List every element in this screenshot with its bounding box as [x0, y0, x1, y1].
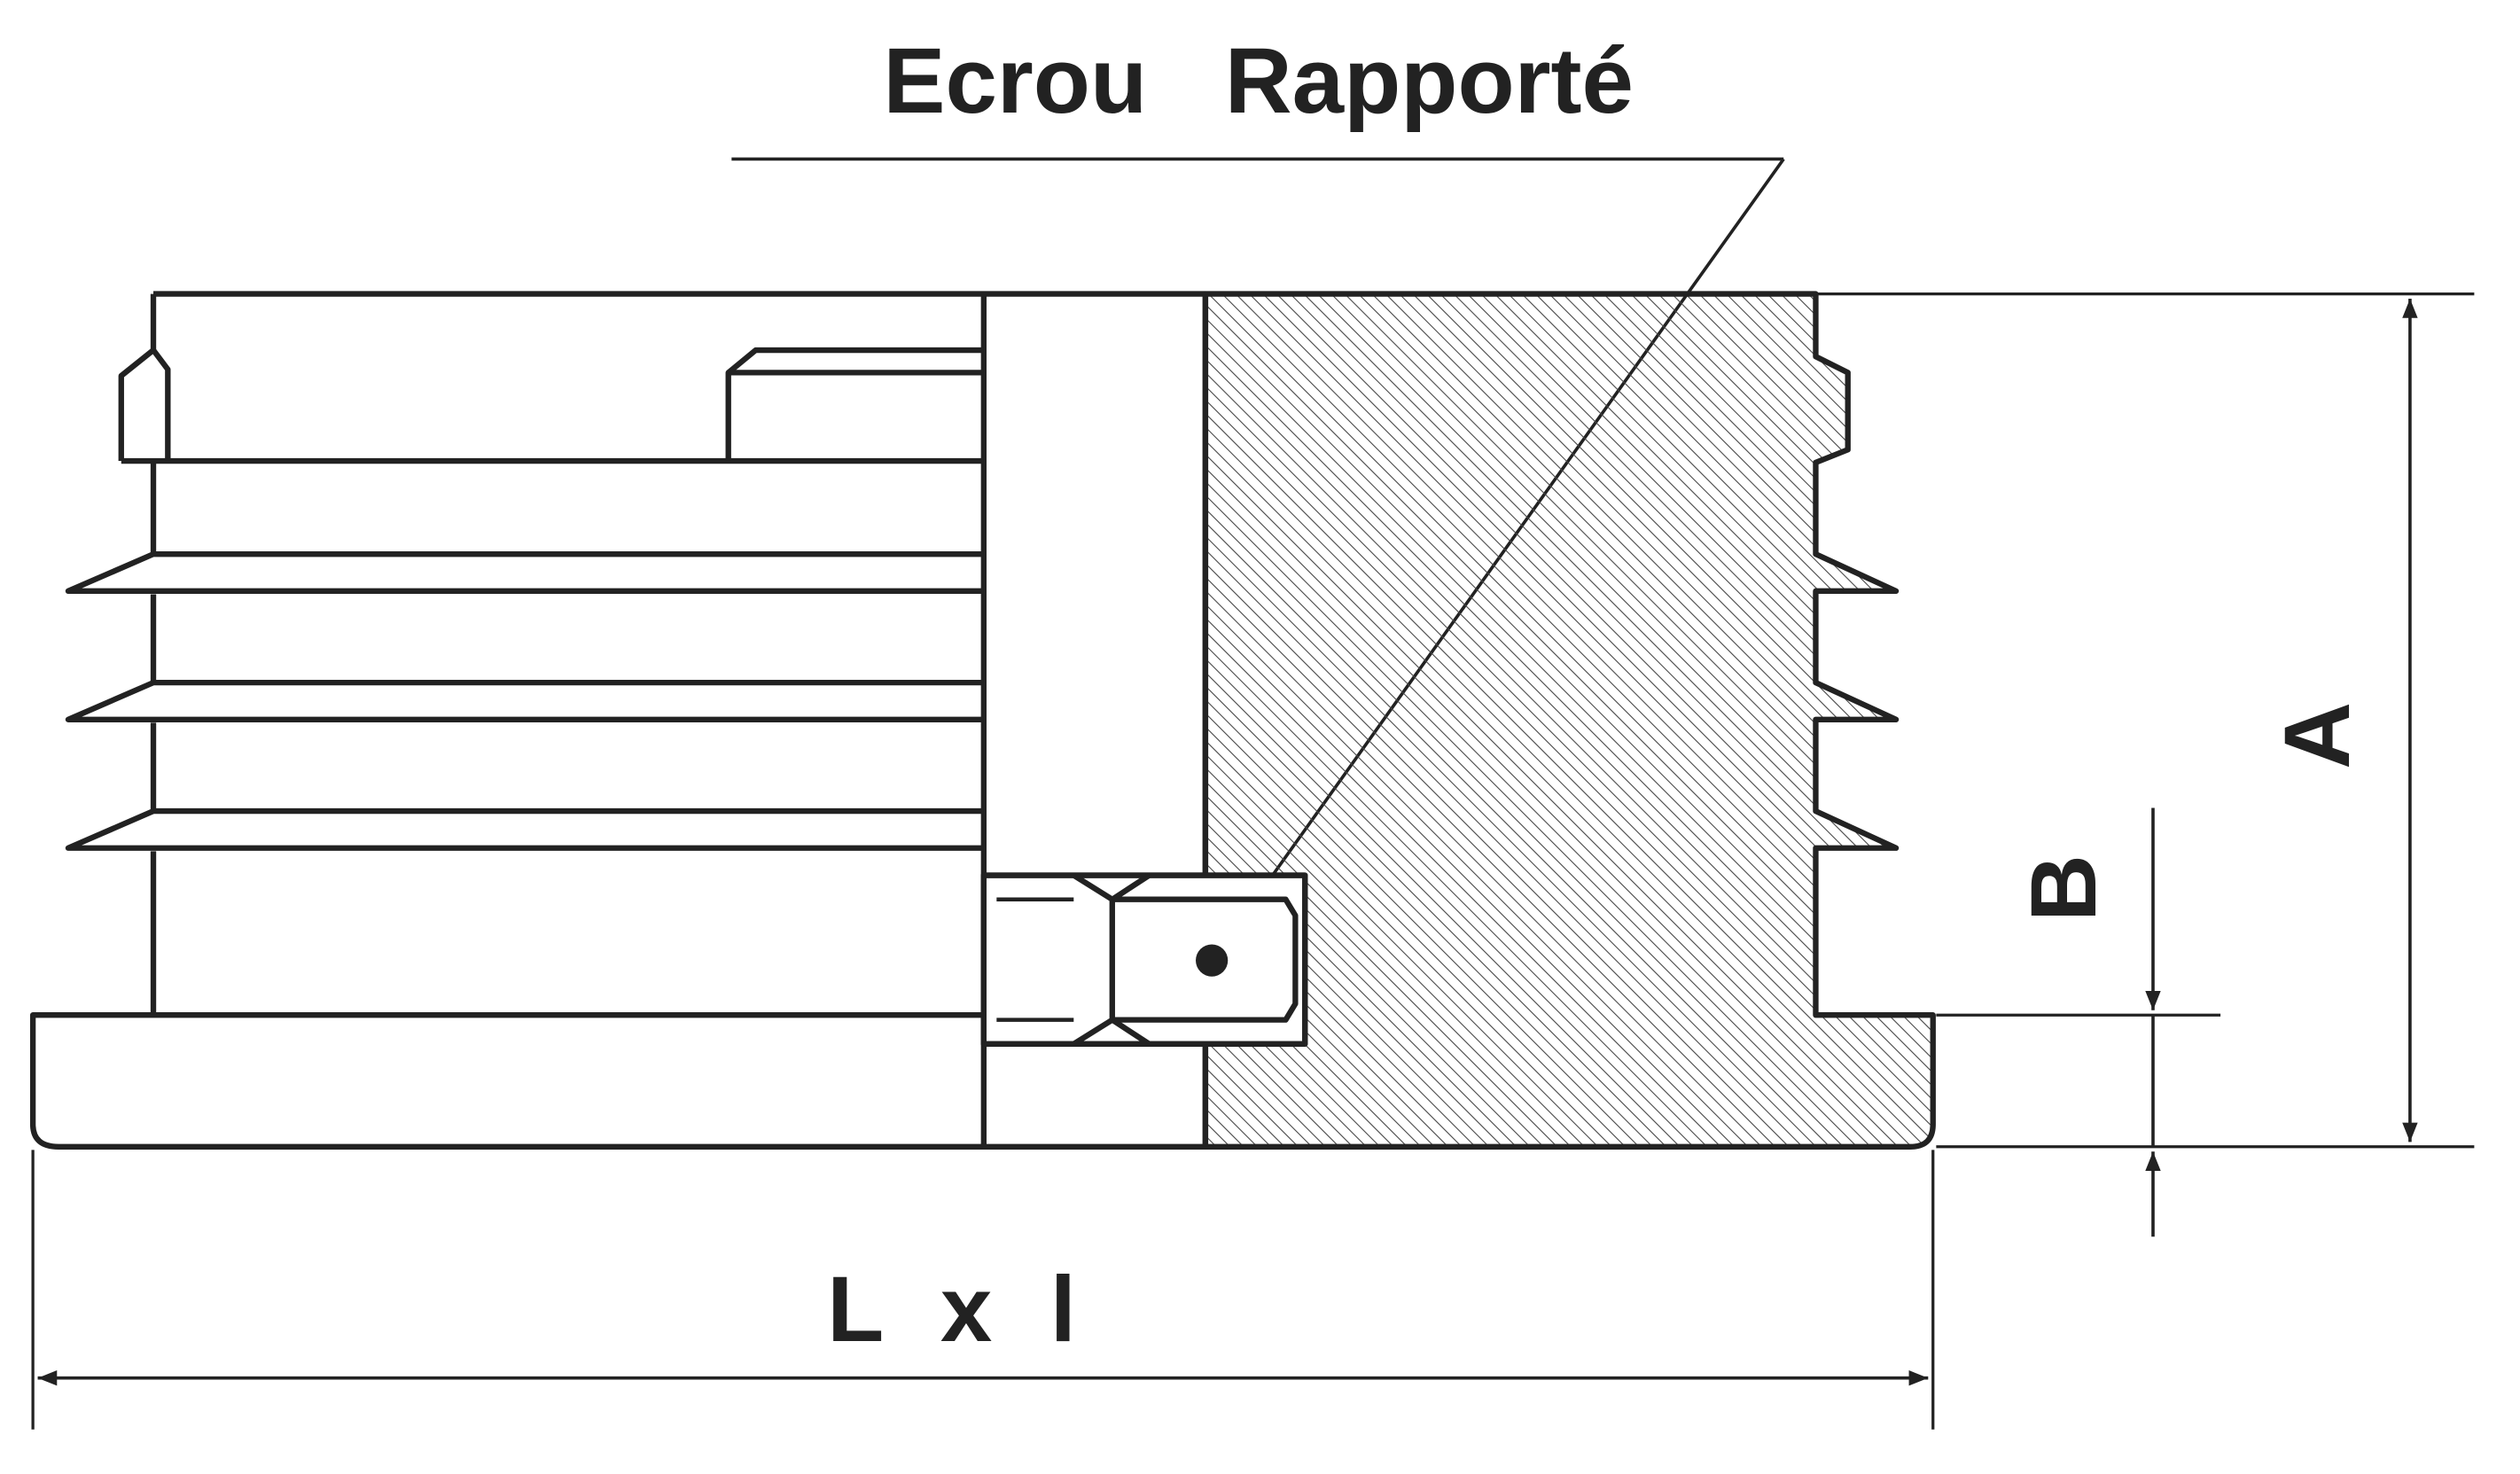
plug-outline	[29, 291, 1209, 1150]
extension-lines	[31, 292, 2475, 1430]
hatched-section	[1202, 291, 1936, 1150]
nut-center-dot	[1196, 944, 1229, 977]
dimension-a-label: A	[2266, 702, 2369, 769]
title-label: Ecrou Rapporté	[883, 29, 1634, 133]
dimension-lxl: L x l	[37, 1258, 1929, 1386]
dimension-lxl-label: L x l	[827, 1258, 1092, 1361]
embedded-nut	[980, 872, 1308, 1047]
dimension-a: A	[2266, 299, 2418, 1143]
dimension-b-label: B	[2012, 854, 2116, 922]
